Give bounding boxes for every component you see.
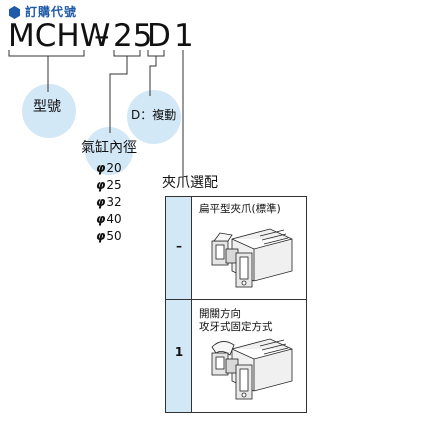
action-label: D：複動 [131, 108, 177, 122]
bore-item: φ20 [96, 161, 122, 175]
row-divider [166, 299, 306, 300]
bore-item: φ50 [96, 229, 122, 243]
header-title: 訂購代號 [25, 5, 78, 19]
code-dash: – [94, 18, 110, 54]
jaw-desc-option-1: 開關方向 攻牙式固定方式 [199, 308, 273, 333]
jaw-label: 夾爪選配 [162, 175, 218, 191]
bore-list: φ20 φ25 φ32 φ40 φ50 [96, 160, 122, 245]
jaw-desc-standard: 扁平型夾爪(標準) [199, 203, 281, 215]
bore-item: φ25 [96, 178, 122, 192]
code-model: MCHW [8, 18, 111, 54]
code-bore: 25 [113, 18, 153, 54]
bore-bubble [85, 127, 133, 175]
flat-jaw-gripper-illustration [211, 228, 293, 288]
tapped-jaw-gripper-illustration [211, 338, 293, 400]
bore-label: 氣缸內徑 [81, 140, 137, 156]
code-jaw: 1 [174, 18, 194, 54]
code-column [166, 197, 192, 412]
hexagon-icon [9, 6, 20, 19]
model-label: 型號 [33, 99, 61, 115]
bore-item: φ32 [96, 195, 122, 209]
bore-item: φ40 [96, 212, 122, 226]
jaw-code-option-1: 1 [174, 345, 184, 359]
jaw-options-table: – 扁平型夾爪(標準) 1 開關方向 攻牙式固定方式 [165, 196, 307, 413]
action-bubble [127, 90, 181, 144]
model-bubble [22, 84, 76, 138]
jaw-code-standard: – [176, 239, 182, 253]
code-action: D [147, 18, 171, 54]
